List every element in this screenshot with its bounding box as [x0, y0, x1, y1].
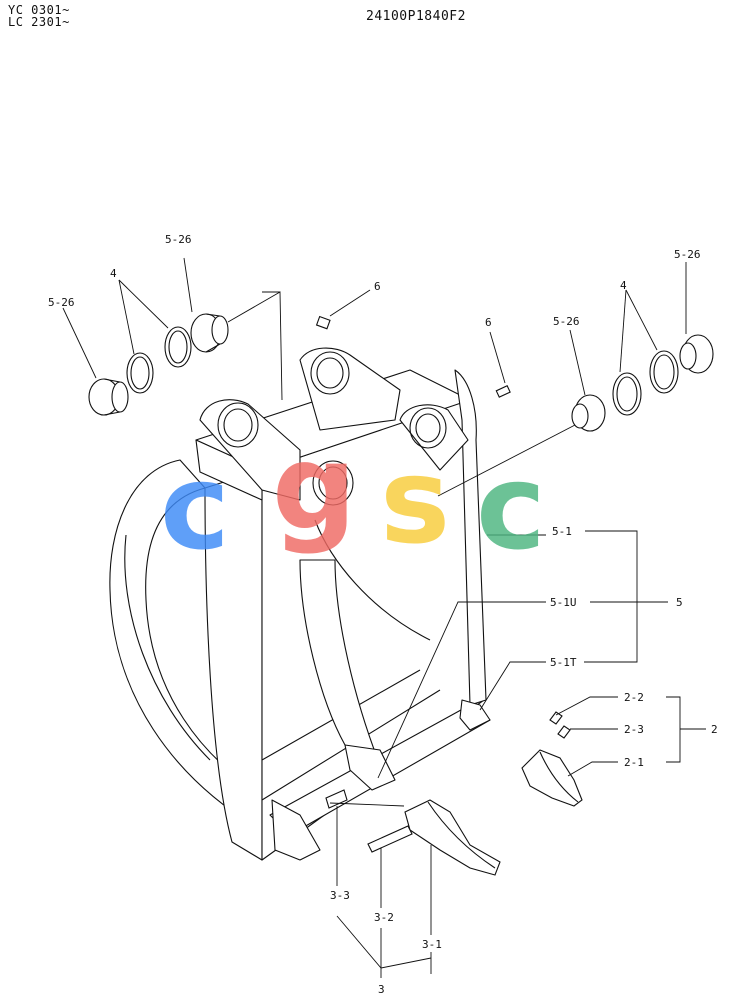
- tooth-assembly-3: [325, 789, 501, 876]
- tooth-pin-3-2: [367, 825, 413, 853]
- left-pin-parts: [88, 313, 229, 416]
- leader-lines: [62, 257, 706, 978]
- watermark-letter-g: g: [272, 418, 356, 556]
- seal-ring-4-left-a: [126, 352, 154, 394]
- bushing-5-26-upper-left: [190, 313, 229, 353]
- bushing-5-26-lower-right: [571, 394, 606, 432]
- tooth-assembly-2: [521, 711, 583, 807]
- callout-2-2: 2-2: [624, 691, 644, 704]
- pin-6-left: [315, 315, 331, 330]
- callout-5-26-top-left: 5-26: [165, 233, 192, 246]
- callout-5-26-right-inner: 5-26: [553, 315, 580, 328]
- cgsc-watermark: c g s c: [160, 418, 546, 576]
- callout-5-1U: 5-1U: [550, 596, 577, 609]
- bucket-assembly: [109, 347, 491, 861]
- callout-5: 5: [676, 596, 683, 609]
- callout-3: 3: [378, 983, 385, 996]
- bushing-5-26-upper-right: [679, 334, 714, 374]
- callout-5-1: 5-1: [552, 525, 572, 538]
- tooth-pin-2-2: [549, 711, 563, 725]
- seal-ring-4-left-b: [164, 326, 192, 368]
- bucket-right-side-plate: [454, 369, 487, 706]
- bucket-left-front-plate: [204, 469, 263, 861]
- adapter-center: [344, 744, 396, 791]
- boss-hole-lower-left: [318, 466, 348, 500]
- pin-6-right: [495, 385, 511, 398]
- watermark-letter-c2: c: [476, 438, 546, 576]
- boss-hole-upper-right: [316, 357, 344, 389]
- tooth-lock-2-3: [557, 725, 571, 739]
- seal-ring-4-right-a: [612, 372, 642, 416]
- right-pin-parts: [571, 334, 714, 432]
- adapter-left: [271, 799, 321, 861]
- adapter-right: [459, 699, 491, 731]
- tooth-point-3-1-ridge: [427, 801, 496, 869]
- watermark-letter-c1: c: [160, 438, 230, 576]
- bushing-5-26-lower-left: [88, 378, 129, 416]
- drawing-number: 24100P1840F2: [366, 9, 466, 24]
- callout-5-26-left: 5-26: [48, 296, 75, 309]
- watermark-letter-s: s: [380, 432, 450, 570]
- bucket-rib-curve: [314, 519, 431, 641]
- callout-2-3: 2-3: [624, 723, 644, 736]
- callout-3-2: 3-2: [374, 911, 394, 924]
- callout-5-26-right-outer: 5-26: [674, 248, 701, 261]
- callout-6-left: 6: [374, 280, 381, 293]
- model-serial-line-2: LC 2301~: [8, 15, 70, 29]
- tooth-point-3-1: [404, 799, 501, 876]
- callout-5-1T: 5-1T: [550, 656, 577, 669]
- callout-6-right: 6: [485, 316, 492, 329]
- bucket-left-side-inner: [124, 534, 211, 761]
- boss-hole-upper-left: [223, 408, 253, 442]
- callout-3-3: 3-3: [330, 889, 350, 902]
- callout-labels: 5-26 4 5-26 6 6 5-26 4 5-26 5-1 5-1U 5 5…: [48, 233, 718, 996]
- callout-2-1: 2-1: [624, 756, 644, 769]
- callout-4-left: 4: [110, 267, 117, 280]
- callout-2: 2: [711, 723, 718, 736]
- boss-hole-lower-right: [415, 413, 441, 443]
- callout-3-1: 3-1: [422, 938, 442, 951]
- seal-ring-4-right-b: [649, 350, 679, 394]
- callout-4-right: 4: [620, 279, 627, 292]
- model-serial-line-1: YC 0301~: [8, 3, 70, 17]
